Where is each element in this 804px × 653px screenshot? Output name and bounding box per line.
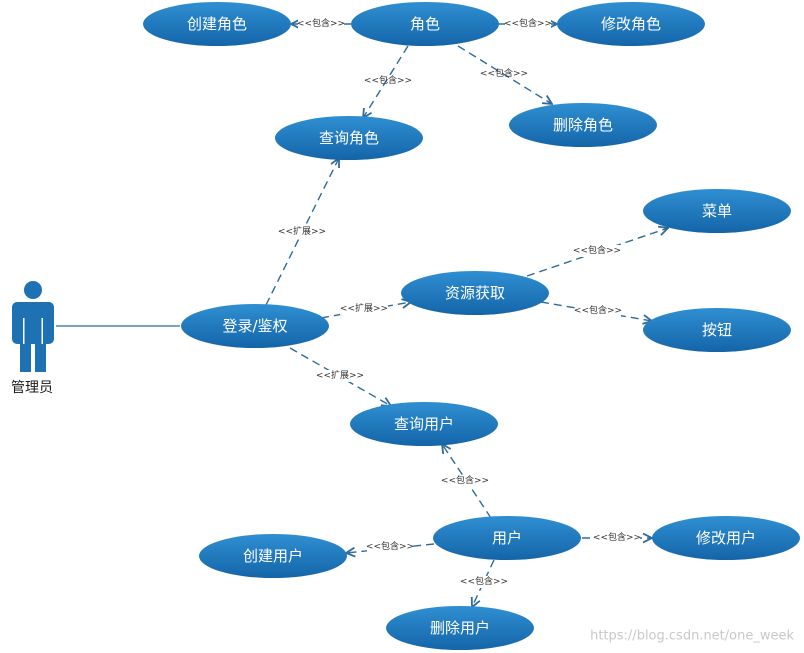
- edge-label: <<包含>>: [574, 304, 622, 316]
- usecase-button[interactable]: 按钮: [643, 308, 791, 352]
- usecase-resource[interactable]: 资源获取: [401, 271, 549, 315]
- edge-label: <<包含>>: [366, 540, 414, 552]
- usecase-label: 角色: [410, 15, 440, 33]
- usecase-delete-role[interactable]: 删除角色: [509, 103, 657, 147]
- edge-role-edit-role: <<包含>>: [499, 17, 557, 30]
- usecase-label: 修改用户: [696, 529, 756, 547]
- edge-label: <<扩展>>: [316, 369, 364, 381]
- usecase-label: 修改角色: [601, 15, 661, 33]
- usecase-label: 查询用户: [394, 415, 454, 433]
- edge-label: <<包含>>: [297, 17, 345, 29]
- edge-label: <<包含>>: [573, 244, 621, 256]
- edge-role-delete-role: <<包含>>: [457, 45, 552, 104]
- edge-role-create-role: <<包含>>: [291, 17, 351, 30]
- usecase-query-role[interactable]: 查询角色: [275, 116, 423, 160]
- actor-label: 管理员: [11, 380, 53, 396]
- usecase-label: 删除用户: [430, 619, 490, 637]
- stick-figure-icon: [12, 281, 54, 372]
- usecase-menu[interactable]: 菜单: [643, 189, 791, 233]
- edge-login-query-role: <<扩展>>: [265, 158, 339, 306]
- edge-user-edit-user: <<包含>>: [582, 531, 652, 544]
- usecase-edit-user[interactable]: 修改用户: [652, 516, 800, 560]
- usecase-create-role[interactable]: 创建角色: [143, 2, 291, 46]
- edge-user-delete-user: <<包含>>: [460, 559, 508, 607]
- usecase-user[interactable]: 用户: [433, 516, 581, 560]
- usecase-edit-role[interactable]: 修改角色: [557, 2, 705, 46]
- usecase-label: 创建角色: [187, 15, 247, 33]
- actor-admin[interactable]: 管理员: [11, 281, 54, 396]
- edge-label: <<扩展>>: [340, 302, 388, 314]
- usecase-label: 按钮: [702, 321, 732, 339]
- usecase-label: 用户: [492, 529, 522, 547]
- edge-resource-button: <<包含>>: [540, 301, 652, 321]
- usecase-create-user[interactable]: 创建用户: [199, 534, 347, 578]
- edge-label: <<包含>>: [480, 67, 528, 79]
- edge-label: <<扩展>>: [278, 225, 326, 237]
- usecase-label: 删除角色: [553, 116, 613, 134]
- edge-login-resource: <<扩展>>: [320, 302, 411, 319]
- usecase-label: 登录/鉴权: [222, 317, 287, 335]
- usecase-login[interactable]: 登录/鉴权: [181, 304, 329, 348]
- edge-label: <<包含>>: [593, 531, 641, 543]
- edge-user-query-user: <<包含>>: [441, 444, 492, 519]
- edge-label: <<包含>>: [504, 17, 552, 29]
- usecase-role[interactable]: 角色: [351, 2, 499, 46]
- edge-label: <<包含>>: [460, 575, 508, 587]
- usecase-label: 菜单: [702, 202, 732, 220]
- edge-resource-menu: <<包含>>: [526, 228, 668, 277]
- watermark-text: https://blog.csdn.net/one_week: [590, 629, 794, 644]
- edge-label: <<包含>>: [441, 474, 489, 486]
- usecase-label: 创建用户: [243, 547, 303, 565]
- edge-role-query-role: <<包含>>: [363, 45, 412, 118]
- edge-user-create-user: <<包含>>: [346, 540, 435, 553]
- edge-label: <<包含>>: [364, 74, 412, 86]
- usecase-delete-user[interactable]: 删除用户: [386, 606, 534, 650]
- edge-login-query-user: <<扩展>>: [289, 347, 391, 406]
- usecase-label: 查询角色: [319, 129, 379, 147]
- usecase-query-user[interactable]: 查询用户: [350, 402, 498, 446]
- usecase-label: 资源获取: [445, 284, 505, 302]
